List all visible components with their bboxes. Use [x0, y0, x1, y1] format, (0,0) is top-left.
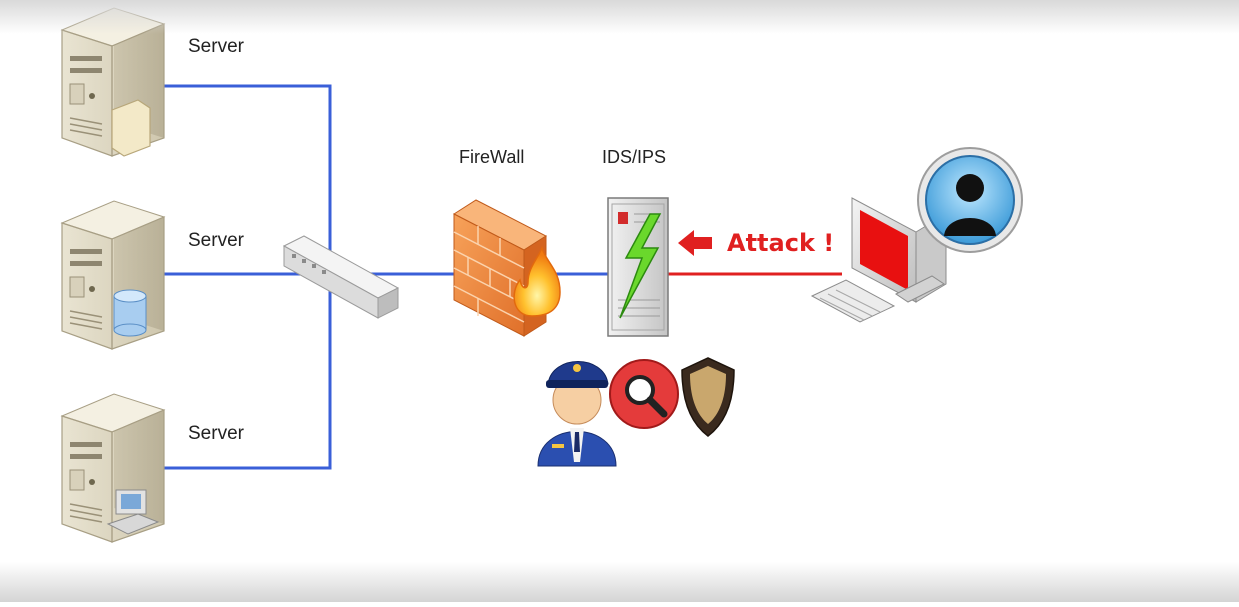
computer-icon	[106, 489, 160, 535]
firewall-icon	[452, 199, 561, 337]
flame-icon	[513, 245, 561, 317]
server-label-3: Server	[188, 423, 244, 444]
attacker-computer-icon	[810, 197, 947, 323]
attack-label: Attack !	[727, 229, 835, 257]
server-label-1: Server	[188, 36, 244, 57]
user-avatar-icon	[917, 147, 1023, 253]
magnifier-icon	[609, 359, 679, 429]
ids-ips-label: IDS/IPS	[602, 147, 667, 167]
firewall-label: FireWall	[459, 147, 525, 167]
server-label-2: Server	[188, 230, 244, 251]
lightning-icon	[619, 213, 662, 319]
police-officer-icon	[537, 361, 617, 467]
attack-arrow-icon	[678, 230, 712, 256]
document-icon	[111, 99, 151, 157]
database-icon	[113, 289, 147, 337]
shield-icon	[681, 357, 735, 437]
ids-ips-icon	[607, 197, 669, 337]
switch-icon	[282, 235, 400, 319]
